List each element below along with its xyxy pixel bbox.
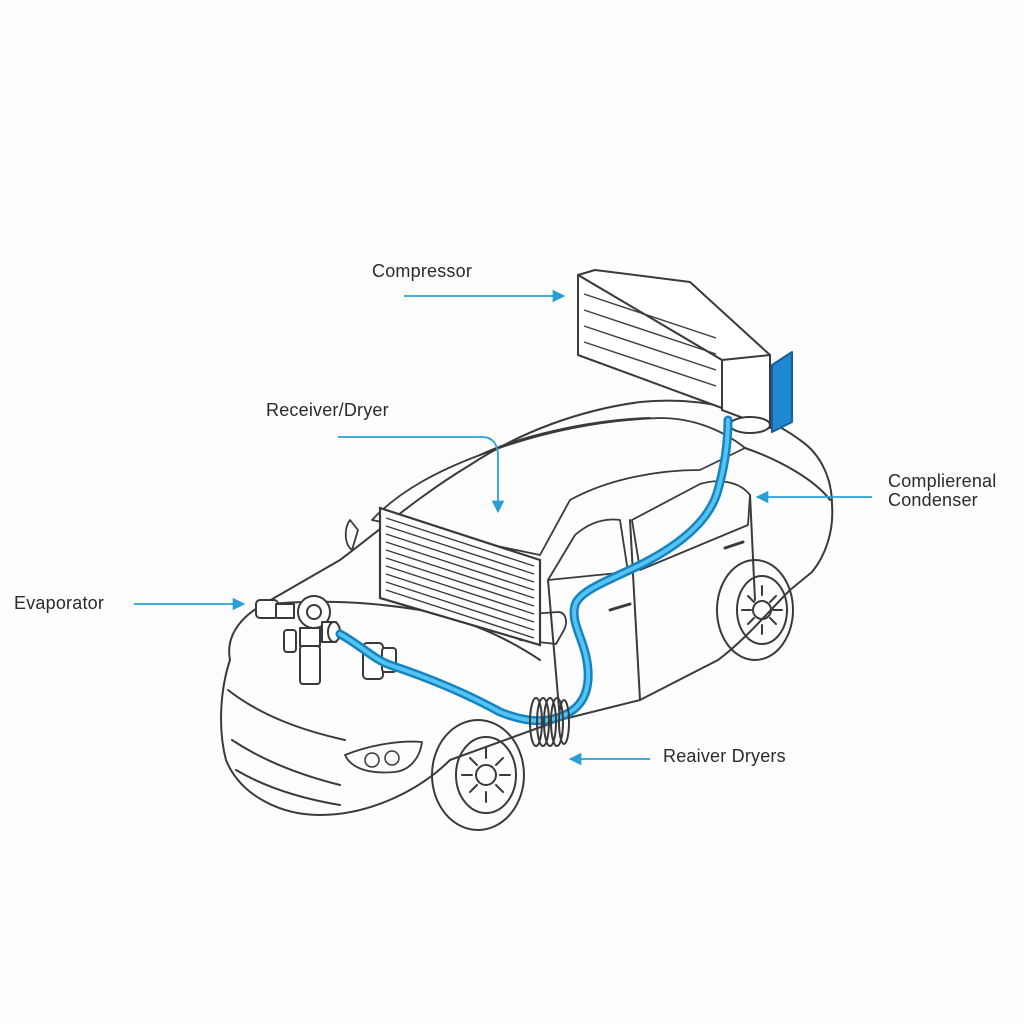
front-door-window xyxy=(547,518,629,581)
evaporator-valve xyxy=(255,595,341,685)
condenser-label-line1: Complierenal xyxy=(888,471,997,491)
refrigerant-hose xyxy=(335,415,733,726)
condenser-label: Complierenal Condenser xyxy=(888,472,996,510)
car-outline xyxy=(220,399,834,816)
receiver-dryer-label: Receiver/Dryer xyxy=(266,400,389,420)
rear-wheel xyxy=(716,559,794,661)
rear-door-window xyxy=(631,480,751,571)
compressor-label: Compressor xyxy=(372,261,473,281)
compressor-unit xyxy=(577,269,793,434)
receiver-dryer-arrow xyxy=(338,436,505,514)
label-arrows xyxy=(134,289,872,766)
condenser-radiator xyxy=(378,506,542,647)
compressor-blue-panel xyxy=(771,351,793,433)
receiver-dryer-coil xyxy=(529,697,570,747)
evaporator-label: Evaporator xyxy=(14,593,105,613)
reaiver-dryers-label: Reaiver Dryers xyxy=(663,746,786,766)
front-wheel xyxy=(431,719,525,831)
condenser-label-line2: Condenser xyxy=(888,490,978,510)
windshield xyxy=(371,417,746,556)
headlight xyxy=(344,740,423,774)
